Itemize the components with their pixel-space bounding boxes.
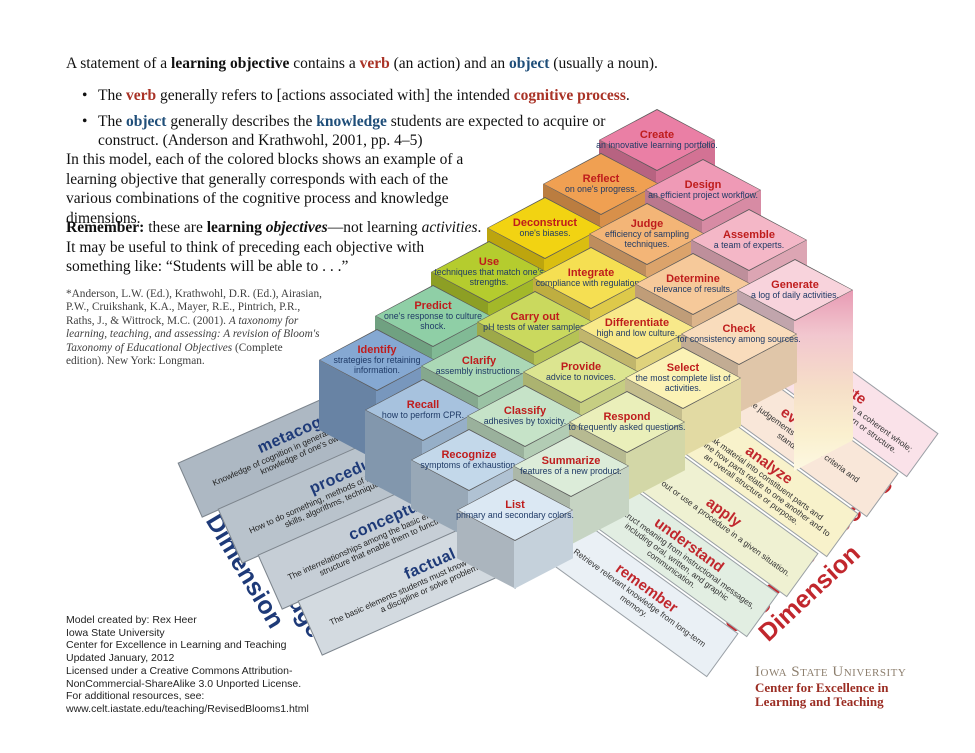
block-objective: high and low culture. <box>596 328 678 339</box>
isu-wordmark: Iowa State University <box>755 664 907 680</box>
block-objective: strategies for retaining information. <box>333 355 421 375</box>
block-objective: the most complete list of activities. <box>635 373 731 393</box>
bullet-verb: • The verb generally refers to [actions … <box>82 87 630 104</box>
block-objective: symptoms of exhaustion. <box>420 460 518 471</box>
bullet-icon: • <box>82 87 88 104</box>
block-objective: an efficient project workflow. <box>648 190 758 201</box>
credit-line: For additional resources, see: <box>66 690 205 703</box>
bullet-icon: • <box>82 113 88 130</box>
block-verb: Differentiate <box>604 316 670 329</box>
credit-url: www.celt.iastate.edu/teaching/RevisedBlo… <box>66 702 309 715</box>
block-verb: Use <box>478 255 500 268</box>
block-objective: an innovative learning portfolio. <box>596 140 718 151</box>
block-verb: Deconstruct <box>512 216 578 229</box>
block-verb: Provide <box>560 360 602 373</box>
block-verb: Design <box>684 178 722 191</box>
block-verb: Determine <box>666 272 720 285</box>
block-objective: pH tests of water samples. <box>483 322 587 333</box>
block-verb: Classify <box>503 404 547 417</box>
intro-text: A statement of a <box>66 55 172 72</box>
block-verb: Judge <box>630 217 664 230</box>
intro-verb: verb <box>359 55 390 72</box>
citation: *Anderson, L.W. (Ed.), Krathwohl, D.R. (… <box>66 288 322 368</box>
intro-sentence: A statement of a learning objective cont… <box>66 55 658 72</box>
block-objective: to frequently asked questions. <box>568 422 686 433</box>
block-objective: advice to novices. <box>546 372 616 383</box>
credits: Model created by: Rex Heer Iowa State Un… <box>66 614 309 716</box>
credit-line: Model created by: Rex Heer <box>66 614 197 626</box>
block-right-face <box>794 290 853 471</box>
block-verb: Select <box>666 361 700 374</box>
block-objective: compliance with regulations. <box>535 278 647 289</box>
block-verb: Identify <box>357 343 397 356</box>
model-paragraph: In this model, each of the colored block… <box>66 151 464 227</box>
block-objective: adhesives by toxicity. <box>483 416 567 427</box>
remember-paragraph: Remember: these are learning objectives—… <box>66 219 482 275</box>
isu-center-line1: Center for Excellence in <box>755 680 889 695</box>
credit-line: NonCommercial-ShareAlike 3.0 Unported Li… <box>66 677 302 690</box>
block-verb: Create <box>639 128 675 141</box>
credit-line: Center for Excellence in Learning and Te… <box>66 639 287 652</box>
block-objective: features of a new product. <box>520 466 622 477</box>
intro-learning-objective: learning objective <box>171 55 290 72</box>
block-verb: List <box>505 498 525 511</box>
block-objective: techniques that match one's strengths. <box>434 267 544 287</box>
block-verb: Check <box>722 322 756 335</box>
block-verb: Respond <box>603 410 651 423</box>
block-verb: Integrate <box>567 266 615 279</box>
credit-line: Updated January, 2012 <box>66 652 175 665</box>
block-verb: Clarify <box>461 354 497 367</box>
block-verb: Reflect <box>582 172 620 185</box>
block-verb: Summarize <box>541 454 601 467</box>
block-objective: on one's progress. <box>564 184 638 195</box>
bullet-object: • The object generally describes the kno… <box>82 113 606 149</box>
block-verb: Predict <box>414 299 452 312</box>
citation-book-title: A taxonomy for learning, teaching, and a… <box>66 314 320 354</box>
block-objective: a team of experts. <box>713 240 785 251</box>
isu-center-line2: Learning and Teaching <box>755 694 884 709</box>
block-verb: Assemble <box>723 228 775 241</box>
credit-line: Licensed under a Creative Commons Attrib… <box>66 664 293 677</box>
block-objective: how to perform CPR. <box>381 410 465 421</box>
block-objective: assembly instructions. <box>435 366 523 377</box>
block-objective: efficiency of sampling techniques. <box>605 229 689 249</box>
isu-logo: Iowa State University Center for Excelle… <box>755 664 906 709</box>
block-verb: Recall <box>406 398 440 411</box>
block-objective: relevance of results. <box>653 284 733 295</box>
block-objective: primary and secondary colors. <box>456 510 574 521</box>
credit-line: Iowa State University <box>66 626 165 639</box>
block-objective: for consistency among sources. <box>677 334 801 345</box>
block-verb: Carry out <box>510 310 560 323</box>
block-objective: a log of daily activities. <box>750 290 839 301</box>
block-objective: one's biases. <box>519 228 571 239</box>
block-objective: one's response to culture shock. <box>383 311 483 331</box>
block-verb: Recognize <box>441 448 497 461</box>
block-verb: Generate <box>771 278 819 291</box>
intro-object: object <box>508 55 550 72</box>
